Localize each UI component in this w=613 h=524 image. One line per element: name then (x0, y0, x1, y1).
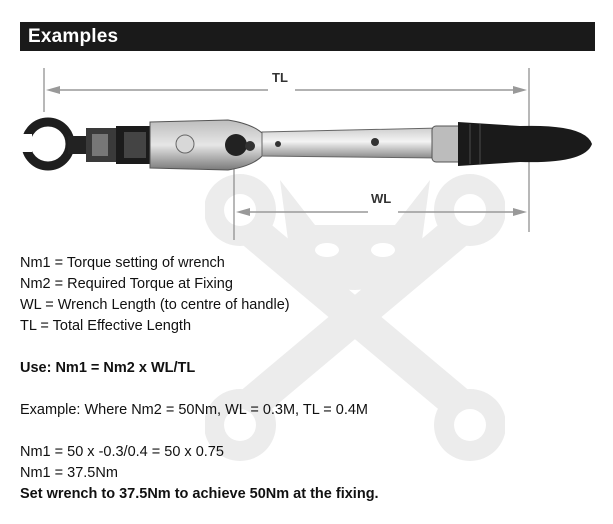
definition-nm1: Nm1 = Torque setting of wrench (20, 255, 225, 271)
conclusion-text: Set wrench to 37.5Nm to achieve 50Nm at … (20, 486, 379, 502)
tl-label: TL (272, 70, 288, 85)
definition-tl: TL = Total Effective Length (20, 318, 192, 334)
wl-label: WL (371, 191, 391, 206)
definition-nm2: Nm2 = Required Torque at Fixing (20, 276, 233, 292)
wl-dimension-arrow (236, 208, 527, 216)
definition-wl: WL = Wrench Length (to centre of handle) (20, 297, 290, 313)
torque-wrench-diagram: TL WL (18, 68, 592, 240)
calculation-line-2: Nm1 = 37.5Nm (20, 465, 118, 481)
example-text: Example: Where Nm2 = 50Nm, WL = 0.3M, TL… (20, 402, 368, 418)
definitions-block: Nm1 = Torque setting of wrench Nm2 = Req… (20, 253, 290, 337)
calculation-line-1: Nm1 = 50 x -0.3/0.4 = 50 x 0.75 (20, 444, 224, 460)
section-title: Examples (28, 26, 119, 47)
wrench-icon (18, 117, 592, 171)
tl-dimension-arrow (46, 86, 527, 94)
formula: Use: Nm1 = Nm2 x WL/TL (20, 360, 196, 376)
calculation-block: Nm1 = 50 x -0.3/0.4 = 50 x 0.75 Nm1 = 37… (20, 442, 379, 505)
section-header-bar: Examples (20, 22, 595, 51)
watermark-logo-icon (205, 174, 505, 461)
